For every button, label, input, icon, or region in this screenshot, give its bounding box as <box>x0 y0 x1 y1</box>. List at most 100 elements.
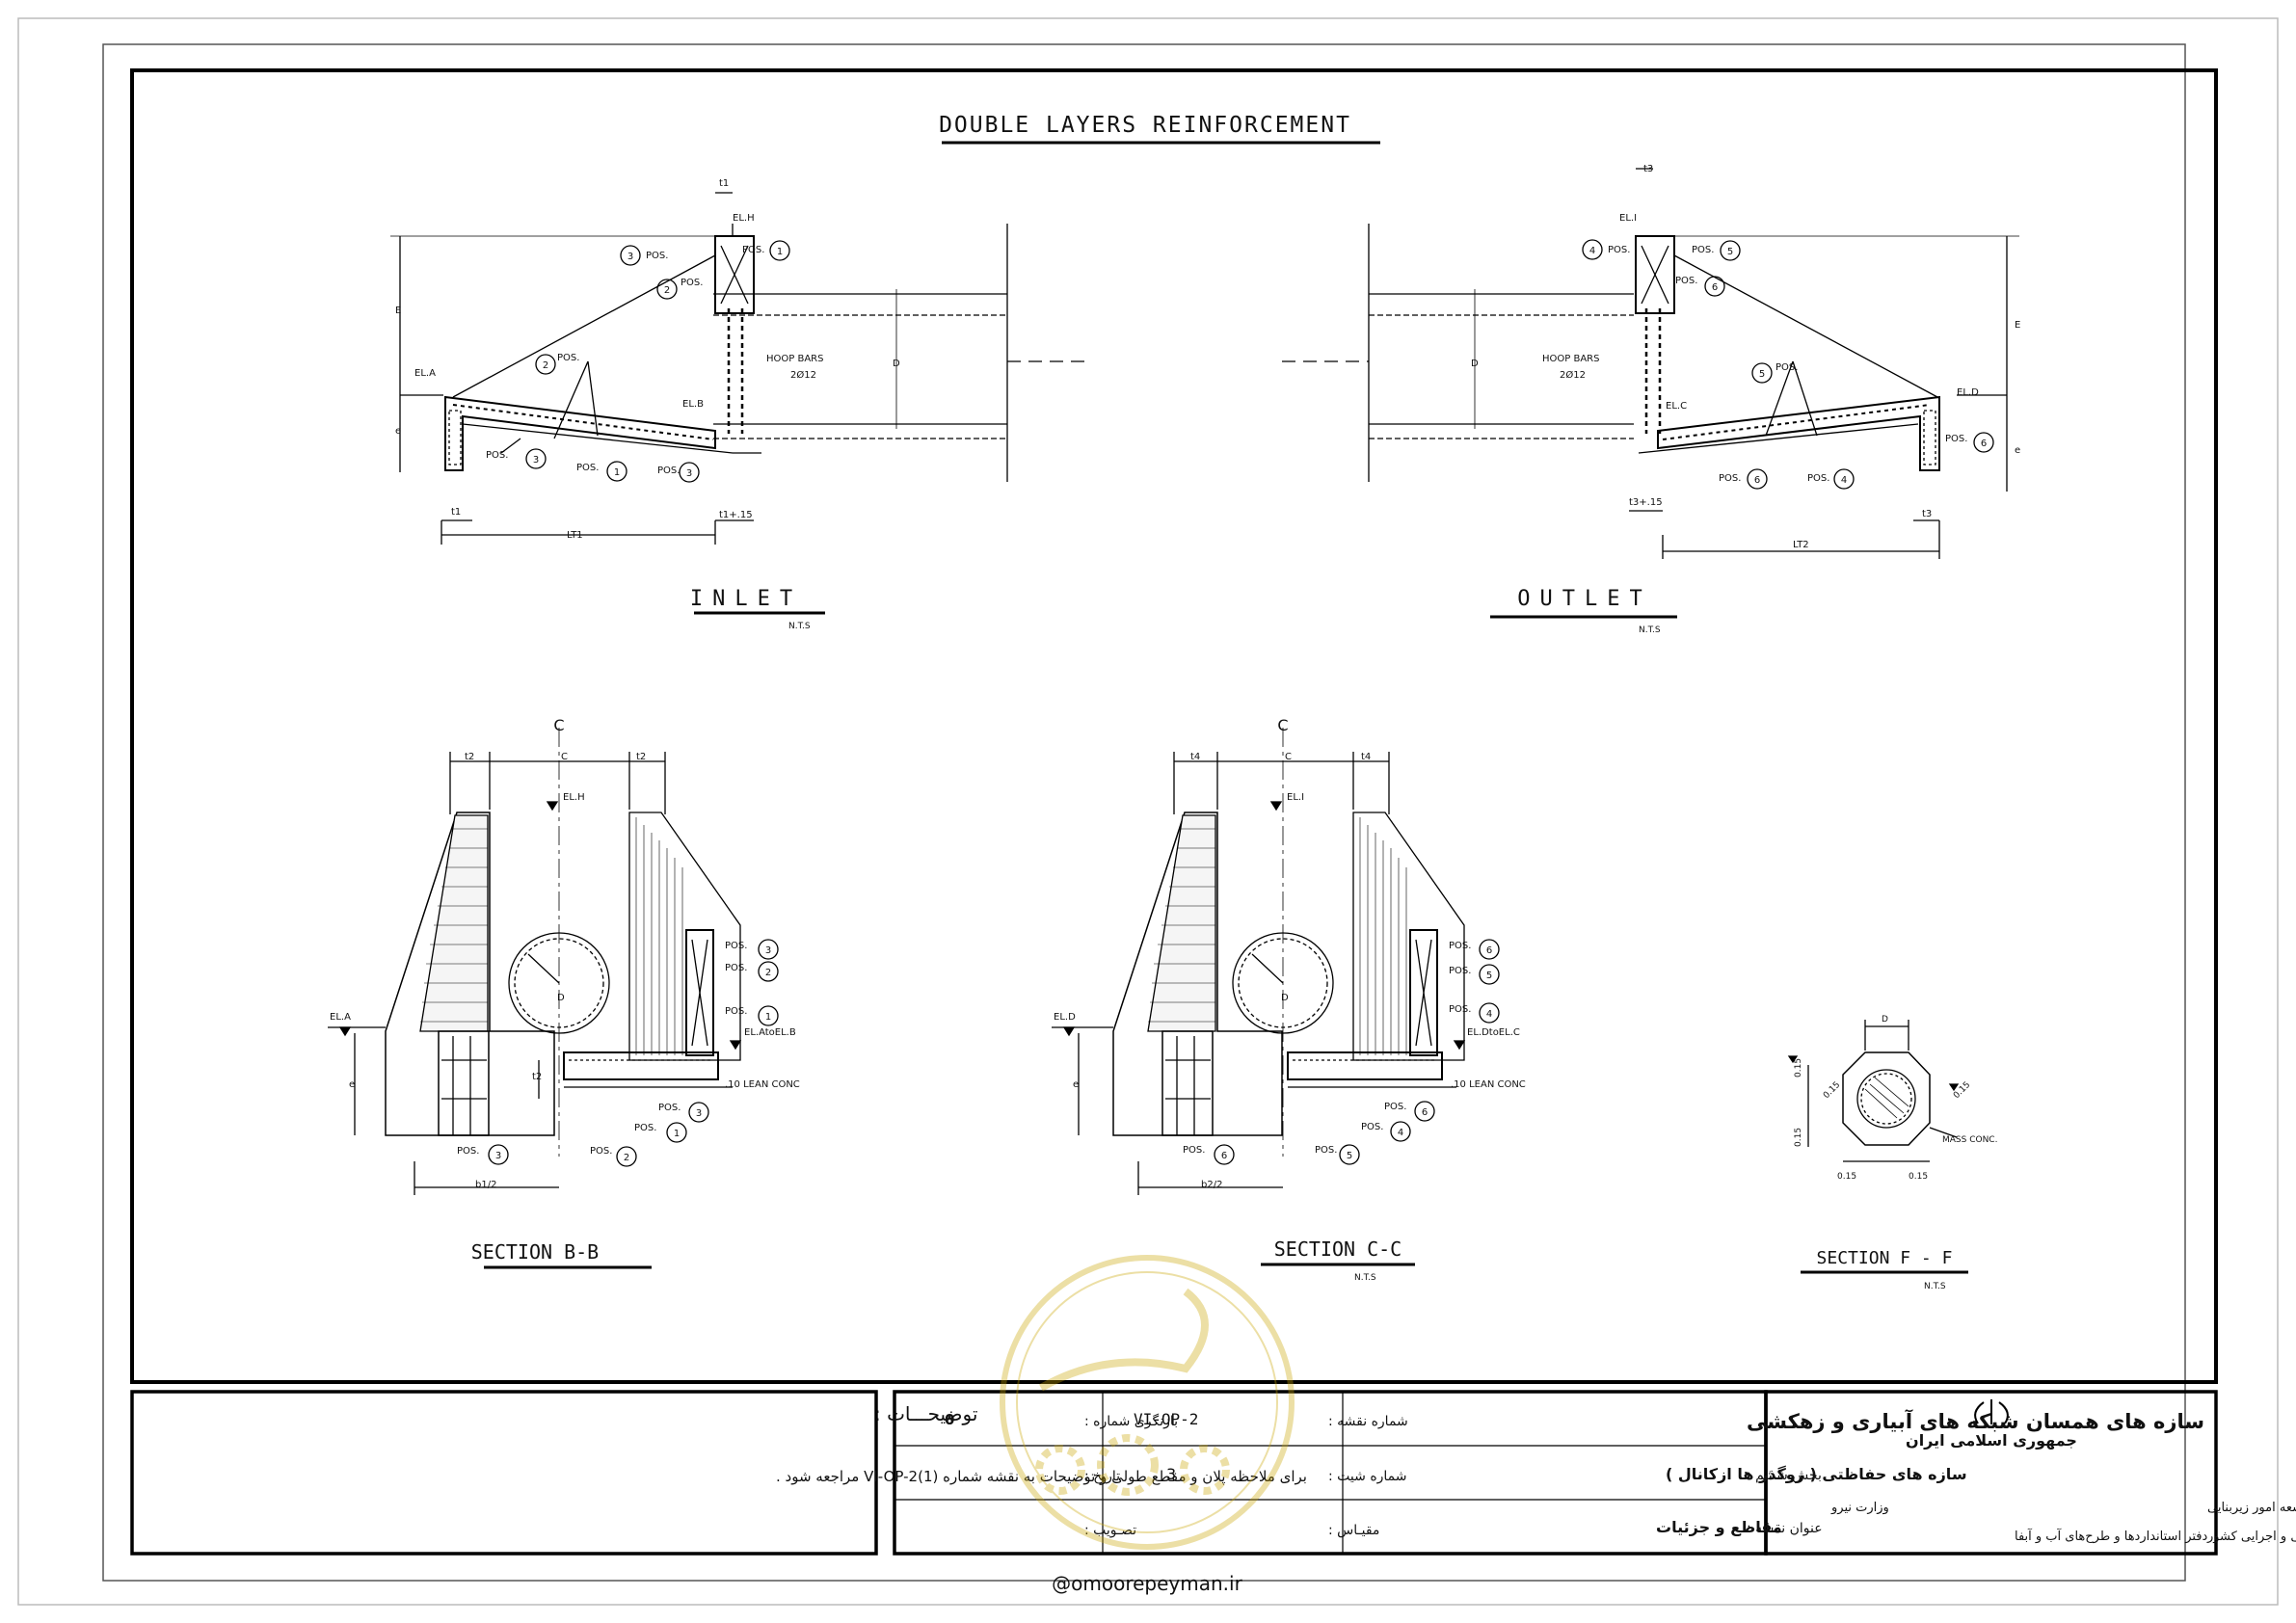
el-i-label: EL.I <box>1619 213 1637 224</box>
pos-label: POS. <box>1719 473 1741 484</box>
d-dim: D <box>1882 1015 1888 1024</box>
hoop-bars-size: 2Ø12 <box>1560 369 1586 381</box>
pos-label: POS. <box>1361 1122 1383 1132</box>
d-dim: D <box>893 359 900 369</box>
pos-number: 5 <box>1727 247 1733 257</box>
pos-number: 5 <box>1347 1151 1352 1161</box>
dim-015: 0.15 <box>1822 1080 1842 1101</box>
e-dim: e <box>349 1079 355 1090</box>
ministry: وزارت نیرو <box>1830 1501 1889 1515</box>
section-bb-title: SECTION B-B <box>471 1240 599 1264</box>
drawing-no-value: VI-OP-2 <box>1134 1410 1198 1428</box>
inlet-view <box>390 192 1089 545</box>
mass-conc-label: MASS CONC. <box>1942 1135 1997 1145</box>
sheet-no-label: شماره شیت : <box>1328 1469 1407 1484</box>
section-ff-title: SECTION F - F <box>1817 1248 1953 1268</box>
pos-label: POS. <box>1183 1145 1205 1156</box>
pos-number: 1 <box>777 247 783 257</box>
outlet-view <box>1282 168 2019 559</box>
sheet-no-value: 3 <box>1166 1465 1176 1483</box>
pos-label: POS. <box>725 941 747 951</box>
pos-label: POS. <box>1384 1102 1406 1112</box>
pos-label: POS. <box>658 1103 681 1113</box>
pos-number: 4 <box>1486 1009 1492 1020</box>
t1-15-dim: t1+.15 <box>719 510 753 520</box>
t1-dim: t1 <box>719 178 729 189</box>
pos-number: 6 <box>1754 475 1760 486</box>
hoop-bars-label: HOOP BARS <box>1542 354 1599 364</box>
el-b-label: EL.B <box>682 399 704 410</box>
pos-label: POS. <box>1608 245 1630 255</box>
hoop-bars-size: 2Ø12 <box>790 369 816 381</box>
pos-label: POS. <box>725 1006 747 1017</box>
title-block <box>130 1390 2218 1556</box>
notes-text: برای ملاحظه پلان و مقطع طولی و توضیحات ب… <box>776 1468 1307 1486</box>
el-h-label: EL.H <box>733 213 755 224</box>
pos-number: 4 <box>1841 475 1847 486</box>
t1-dim: t1 <box>451 507 461 518</box>
pos-label: POS. <box>457 1146 479 1157</box>
d-dim: D <box>1281 993 1289 1003</box>
pos-number: 6 <box>1712 282 1718 293</box>
pos-number: 5 <box>1486 971 1492 981</box>
pos-label: POS. <box>1807 473 1829 484</box>
country-name: جمهوری اسلامی ایران <box>1906 1431 2077 1450</box>
d-dim: D <box>557 993 565 1003</box>
t2-dim: t2 <box>465 752 474 762</box>
e-dim: e <box>1073 1079 1079 1090</box>
iran-emblem-icon <box>1974 1399 2009 1424</box>
pos-label: POS. <box>681 278 703 288</box>
pos-label: POS. <box>1449 1004 1471 1015</box>
E-dim: E <box>2015 320 2020 331</box>
pos-number: 6 <box>1981 439 1987 449</box>
el-a-label: EL.A <box>330 1012 351 1023</box>
deputy: معاونت فنی و توسعه امور زیربنایی <box>2207 1501 2296 1515</box>
pos-number: 6 <box>1221 1151 1227 1161</box>
pos-label: POS. <box>576 463 599 473</box>
el-h-label: EL.H <box>563 792 585 803</box>
section-cc-title: SECTION C-C <box>1274 1237 1402 1261</box>
lean-conc-label: .10 LEAN CONC <box>1451 1079 1526 1090</box>
t2-dim: t2 <box>636 752 646 762</box>
t3-15-dim: t3+.15 <box>1629 497 1663 508</box>
pos-number: 1 <box>674 1129 680 1139</box>
dim-015: 0.15 <box>1952 1080 1972 1101</box>
section-bb-view <box>328 728 779 1195</box>
pos-number: 1 <box>614 467 620 478</box>
pos-number: 3 <box>765 945 771 956</box>
pos-label: POS. <box>557 353 579 363</box>
section-label: بخش ششم : <box>1747 1468 1822 1483</box>
pos-label: POS. <box>1449 941 1471 951</box>
inlet-nts: N.T.S <box>788 622 811 631</box>
pos-label: POS. <box>1775 362 1798 373</box>
pos-number: 3 <box>495 1151 501 1161</box>
section-cc-labels: 6 5 4 6 4 5 6 POS. POS. POS. POS. POS. P… <box>1054 716 1526 1190</box>
t3-dim: t3 <box>1643 164 1653 174</box>
revision-label: بازنگری شماره : <box>1084 1413 1178 1429</box>
t2-dim: t2 <box>532 1072 542 1082</box>
t3-dim: t3 <box>1922 509 1932 519</box>
pos-number: 3 <box>533 455 539 466</box>
e-dim: e <box>395 426 401 437</box>
d-dim: D <box>1471 359 1479 369</box>
el-i-label: EL.I <box>1287 792 1304 803</box>
pos-label: POS. <box>742 245 764 255</box>
pos-number: 4 <box>1589 246 1595 256</box>
centerline-mark: C <box>1277 716 1288 734</box>
t4-dim: t4 <box>1190 752 1200 762</box>
watermark-url: @omoorepeyman.ir <box>1052 1572 1242 1595</box>
pos-label: POS. <box>657 466 680 476</box>
pos-number: 6 <box>1422 1107 1428 1118</box>
drawing-no-label: شماره نقشه : <box>1328 1414 1408 1429</box>
pos-label: POS. <box>725 963 747 973</box>
pos-number: 2 <box>543 360 548 371</box>
section-ff-nts: N.T.S <box>1924 1282 1946 1291</box>
pos-label: POS. <box>486 450 508 461</box>
pos-number: 3 <box>686 468 692 479</box>
E-dim: E <box>395 306 401 316</box>
drawing-title-label: عنوان نقشه : <box>1747 1521 1823 1536</box>
drawing-frame <box>130 68 2218 1384</box>
pos-number: 2 <box>664 285 670 296</box>
date-label: تاریخ : <box>1084 1469 1120 1484</box>
